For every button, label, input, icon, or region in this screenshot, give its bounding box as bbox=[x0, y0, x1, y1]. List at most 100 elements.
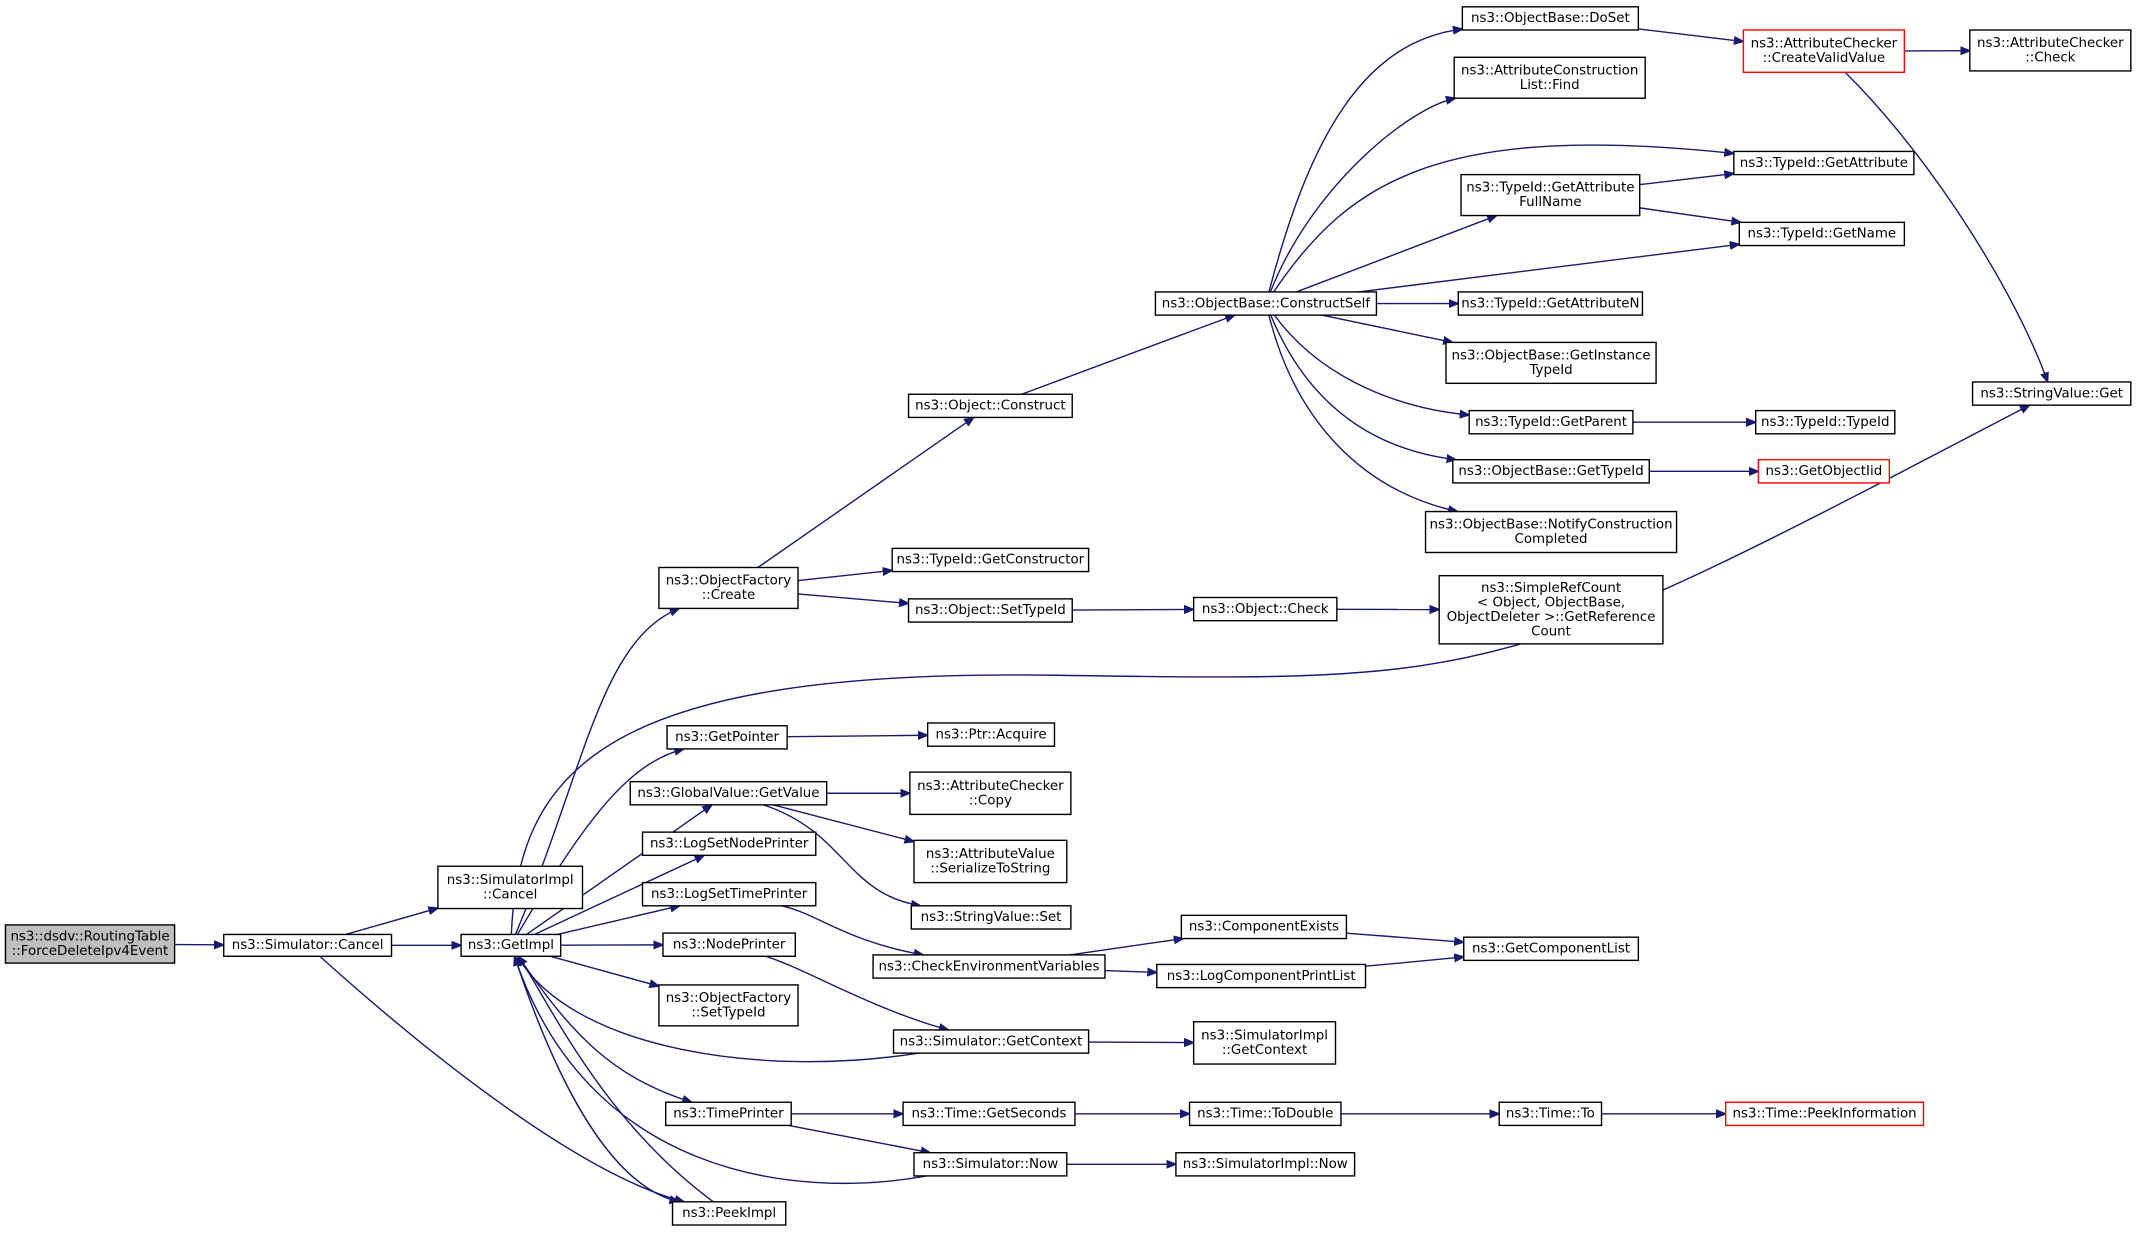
node-box bbox=[913, 839, 1068, 884]
function-node-svset[interactable]: ns3::StringValue::Set bbox=[910, 905, 1072, 930]
node-label: ns3::GlobalValue::GetValue bbox=[637, 786, 819, 801]
node-label: ns3::Time::PeekInformation bbox=[1732, 1107, 1916, 1122]
node-box bbox=[913, 1152, 1068, 1177]
function-node-doset[interactable]: ns3::ObjectBase::DoSet bbox=[1461, 6, 1640, 31]
function-node-todouble[interactable]: ns3::Time::ToDouble bbox=[1188, 1101, 1342, 1127]
function-node-peekimpl[interactable]: ns3::PeekImpl bbox=[671, 1201, 787, 1226]
function-node-timeto[interactable]: ns3::Time::To bbox=[1498, 1101, 1603, 1127]
function-node-checkenv[interactable]: ns3::CheckEnvironmentVariables bbox=[872, 954, 1106, 979]
function-node-getcomplist[interactable]: ns3::GetComponentList bbox=[1463, 936, 1640, 962]
function-node-objsettype[interactable]: ns3::Object::SetTypeId bbox=[907, 598, 1073, 623]
call-edge-peekimpl-to-getimpl bbox=[518, 956, 714, 1203]
node-label: ns3::ObjectBase::GetTypeId bbox=[1458, 464, 1643, 479]
function-node-objcheck[interactable]: ns3::Object::Check bbox=[1192, 596, 1338, 622]
call-edge-constructself-to-tgafull bbox=[1296, 216, 1496, 293]
node-label: ns3::StringValue::Set bbox=[921, 910, 1062, 925]
node-label: ns3::Object::SetTypeId bbox=[915, 603, 1066, 618]
function-node-tidtid[interactable]: ns3::TypeId::TypeId bbox=[1754, 409, 1896, 435]
call-edge-constructself-to-acfind bbox=[1269, 98, 1455, 293]
function-node-accheck[interactable]: ns3::AttributeChecker::Check bbox=[1969, 29, 2132, 72]
node-label: ns3::ObjectBase::GetInstance bbox=[1452, 348, 1651, 363]
node-label: ::CreateValidValue bbox=[1763, 51, 1886, 66]
node-label: ns3::ObjectBase::ConstructSelf bbox=[1162, 296, 1371, 311]
function-node-tgan[interactable]: ns3::TypeId::GetAttributeN bbox=[1457, 291, 1644, 316]
call-edge-checkenv-to-logprint bbox=[1104, 971, 1157, 973]
node-label: Completed bbox=[1515, 532, 1588, 547]
function-node-obnotify[interactable]: ns3::ObjectBase::NotifyConstructionCompl… bbox=[1424, 510, 1678, 554]
function-node-compexists[interactable]: ns3::ComponentExists bbox=[1180, 914, 1348, 940]
node-label: ns3::SimpleRefCount bbox=[1481, 581, 1621, 596]
call-edge-timeprinter-to-simnow bbox=[788, 1124, 931, 1152]
function-node-getpointer[interactable]: ns3::GetPointer bbox=[666, 725, 788, 750]
function-node-implcancel[interactable]: ns3::SimulatorImpl::Cancel bbox=[437, 865, 584, 910]
function-node-lognode[interactable]: ns3::LogSetNodePrinter bbox=[641, 831, 817, 857]
call-edge-logprint-to-getcomplist bbox=[1365, 957, 1464, 967]
call-edge-getimpl-to-peekimpl bbox=[513, 956, 678, 1202]
function-node-root[interactable]: ns3::dsdv::RoutingTable::ForceDeleteIpv4… bbox=[4, 924, 176, 964]
function-node-accreate[interactable]: ns3::AttributeChecker::CreateValidValue bbox=[1742, 29, 1906, 74]
function-node-accopy[interactable]: ns3::AttributeChecker::Copy bbox=[909, 771, 1072, 816]
function-node-constructself[interactable]: ns3::ObjectBase::ConstructSelf bbox=[1154, 291, 1378, 316]
node-box bbox=[1742, 29, 1906, 74]
node-label: ns3::Object::Check bbox=[1202, 602, 1329, 617]
node-box bbox=[1192, 1021, 1337, 1065]
function-node-timeprinter[interactable]: ns3::TimePrinter bbox=[665, 1101, 792, 1127]
node-box bbox=[926, 722, 1056, 747]
function-node-getobjiid[interactable]: ns3::GetObjectIid bbox=[1757, 459, 1891, 484]
function-node-objconstruct[interactable]: ns3::Object::Construct bbox=[907, 393, 1073, 419]
node-label: ns3::CheckEnvironmentVariables bbox=[879, 959, 1100, 974]
function-node-logprint[interactable]: ns3::LogComponentPrintList bbox=[1156, 963, 1367, 989]
function-node-simctx[interactable]: ns3::Simulator::GetContext bbox=[892, 1029, 1090, 1054]
function-node-implctx[interactable]: ns3::SimulatorImpl::GetContext bbox=[1192, 1021, 1337, 1065]
node-label: ns3::ObjectBase::NotifyConstruction bbox=[1430, 518, 1673, 533]
node-label: ns3::ComponentExists bbox=[1189, 920, 1339, 935]
node-box bbox=[1453, 56, 1646, 99]
function-node-simnow[interactable]: ns3::Simulator::Now bbox=[913, 1152, 1068, 1177]
node-box bbox=[1971, 381, 2132, 406]
node-box bbox=[1969, 29, 2132, 72]
function-node-getconstructor[interactable]: ns3::TypeId::GetConstructor bbox=[891, 547, 1090, 573]
call-edge-checkenv-to-compexists bbox=[1069, 939, 1184, 956]
node-label: < Object, ObjectBase, bbox=[1477, 595, 1625, 610]
function-node-ptracquire[interactable]: ns3::Ptr::Acquire bbox=[926, 722, 1056, 747]
node-label: ns3::Simulator::Now bbox=[923, 1157, 1059, 1172]
node-box bbox=[1738, 221, 1906, 247]
function-node-getseconds[interactable]: ns3::Time::GetSeconds bbox=[902, 1101, 1076, 1127]
node-box bbox=[1754, 409, 1896, 435]
function-node-svget[interactable]: ns3::StringValue::Get bbox=[1971, 381, 2132, 406]
function-node-tgparent[interactable]: ns3::TypeId::GetParent bbox=[1468, 409, 1634, 435]
function-node-peekinfo[interactable]: ns3::Time::PeekInformation bbox=[1724, 1101, 1925, 1127]
function-node-refcount[interactable]: ns3::SimpleRefCount< Object, ObjectBase,… bbox=[1438, 574, 1664, 645]
call-edge-tgafull-to-tgname bbox=[1639, 207, 1741, 222]
function-node-avser[interactable]: ns3::AttributeValue::SerializeToString bbox=[913, 839, 1068, 884]
function-node-gvget[interactable]: ns3::GlobalValue::GetValue bbox=[629, 780, 828, 806]
function-node-ofcreate[interactable]: ns3::ObjectFactory::Create bbox=[658, 566, 799, 610]
function-node-ofsettype[interactable]: ns3::ObjectFactory::SetTypeId bbox=[658, 984, 799, 1027]
function-node-tgattr[interactable]: ns3::TypeId::GetAttribute bbox=[1733, 150, 1915, 176]
node-box bbox=[907, 598, 1073, 623]
node-box bbox=[1461, 6, 1640, 31]
node-label: ns3::GetImpl bbox=[468, 938, 554, 953]
function-node-logtime[interactable]: ns3::LogSetTimePrinter bbox=[641, 881, 817, 907]
node-label: ns3::TypeId::GetAttributeN bbox=[1461, 296, 1639, 311]
node-box bbox=[1192, 596, 1338, 622]
function-node-simcancel[interactable]: ns3::Simulator::Cancel bbox=[223, 933, 393, 957]
node-label: ns3::TypeId::TypeId bbox=[1761, 415, 1889, 430]
node-box bbox=[892, 1029, 1090, 1054]
function-node-getimpl[interactable]: ns3::GetImpl bbox=[460, 933, 562, 957]
node-label: ns3::Ptr::Acquire bbox=[936, 727, 1047, 742]
call-edge-constructself-to-tgattr bbox=[1273, 144, 1734, 293]
node-box bbox=[1457, 291, 1644, 316]
call-edge-gvget-to-avser bbox=[772, 804, 914, 842]
node-label: ns3::Time::ToDouble bbox=[1197, 1107, 1333, 1122]
function-node-obgettid[interactable]: ns3::ObjectBase::GetTypeId bbox=[1452, 459, 1650, 484]
function-node-nodeprinter[interactable]: ns3::NodePrinter bbox=[662, 932, 797, 957]
node-box bbox=[1156, 963, 1367, 989]
node-box bbox=[1424, 510, 1678, 554]
call-edge-getimpl-to-logtime bbox=[557, 906, 679, 936]
function-node-implnow[interactable]: ns3::SimulatorImpl::Now bbox=[1175, 1152, 1356, 1177]
function-node-tgname[interactable]: ns3::TypeId::GetName bbox=[1738, 221, 1906, 247]
